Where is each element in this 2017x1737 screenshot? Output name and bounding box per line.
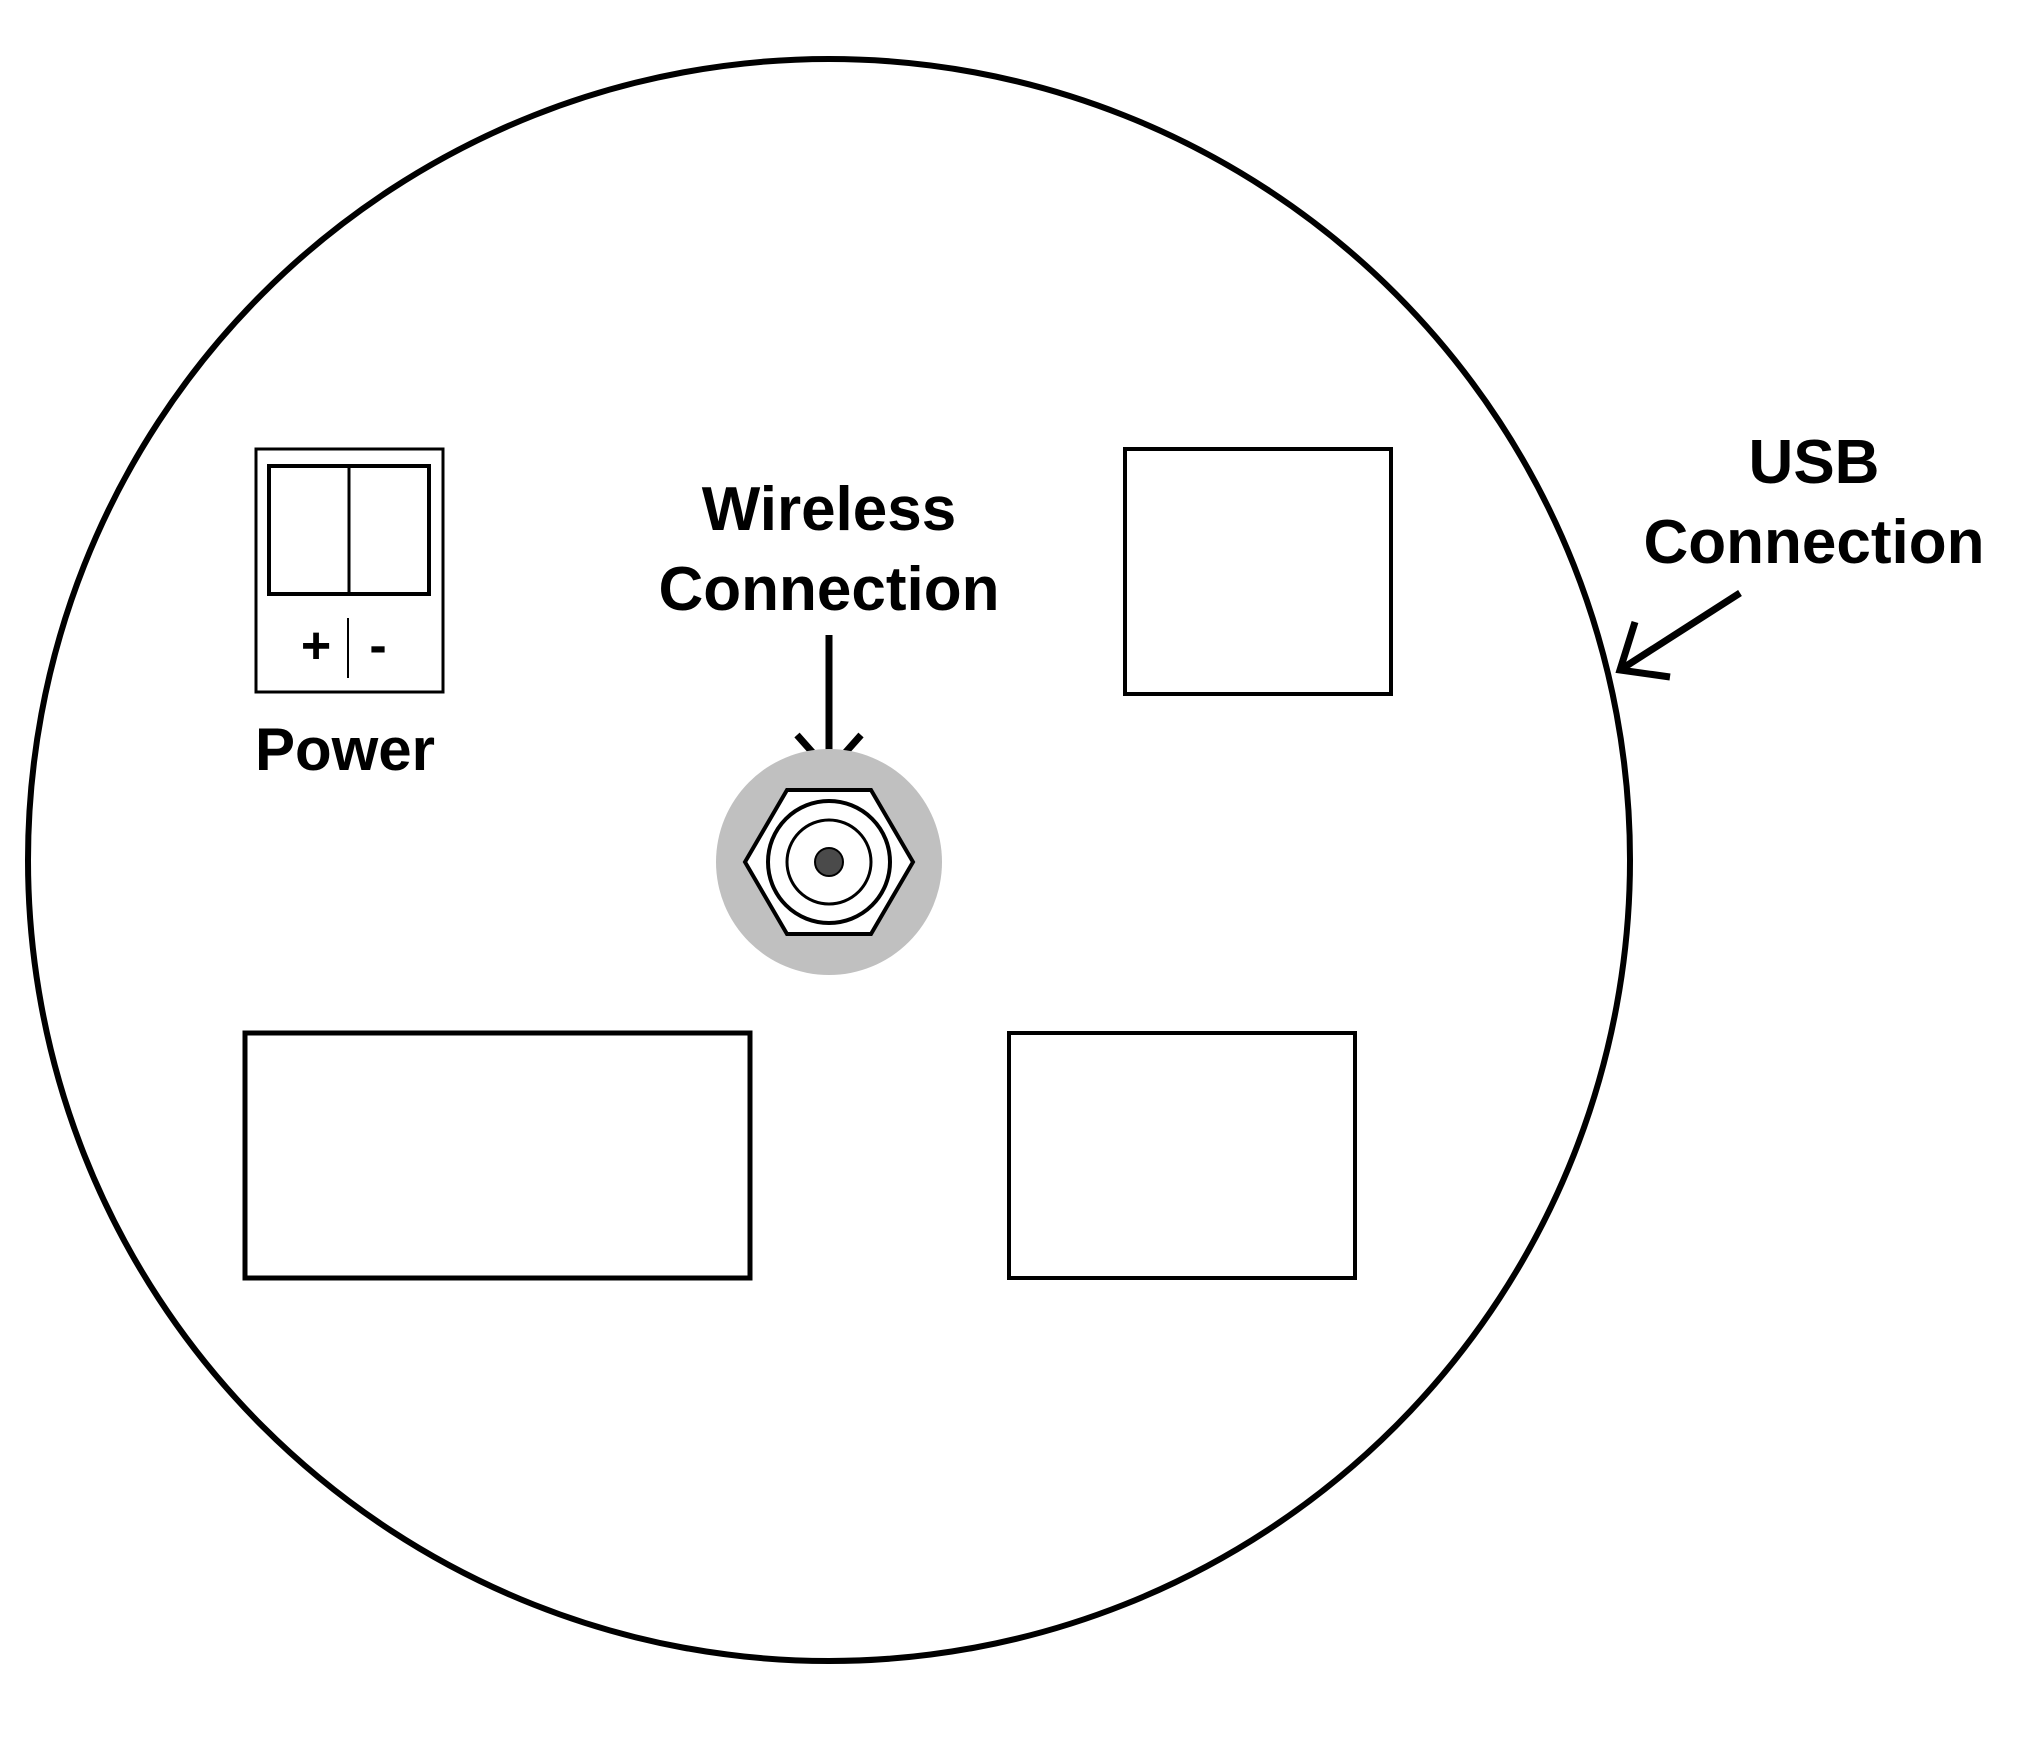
power-minus-label: - [369, 617, 386, 675]
power-plus-label: + [301, 617, 331, 675]
power-terminal-frame [254, 447, 445, 694]
power-terminal: + - [254, 447, 445, 694]
lower-left-module [242, 1030, 753, 1281]
antenna-connector [716, 749, 942, 975]
lower-right-module [1007, 1031, 1357, 1280]
upper-right-module [1123, 447, 1393, 696]
antenna-pin [814, 847, 844, 877]
usb-arrow [1615, 590, 1742, 681]
wireless-label-line2: Connection [659, 555, 1000, 624]
power-label: Power [255, 716, 435, 783]
usb-label-line2: Connection [1644, 508, 1985, 577]
wireless-label-line1: Wireless [702, 475, 956, 544]
usb-label-line1: USB [1749, 428, 1880, 497]
